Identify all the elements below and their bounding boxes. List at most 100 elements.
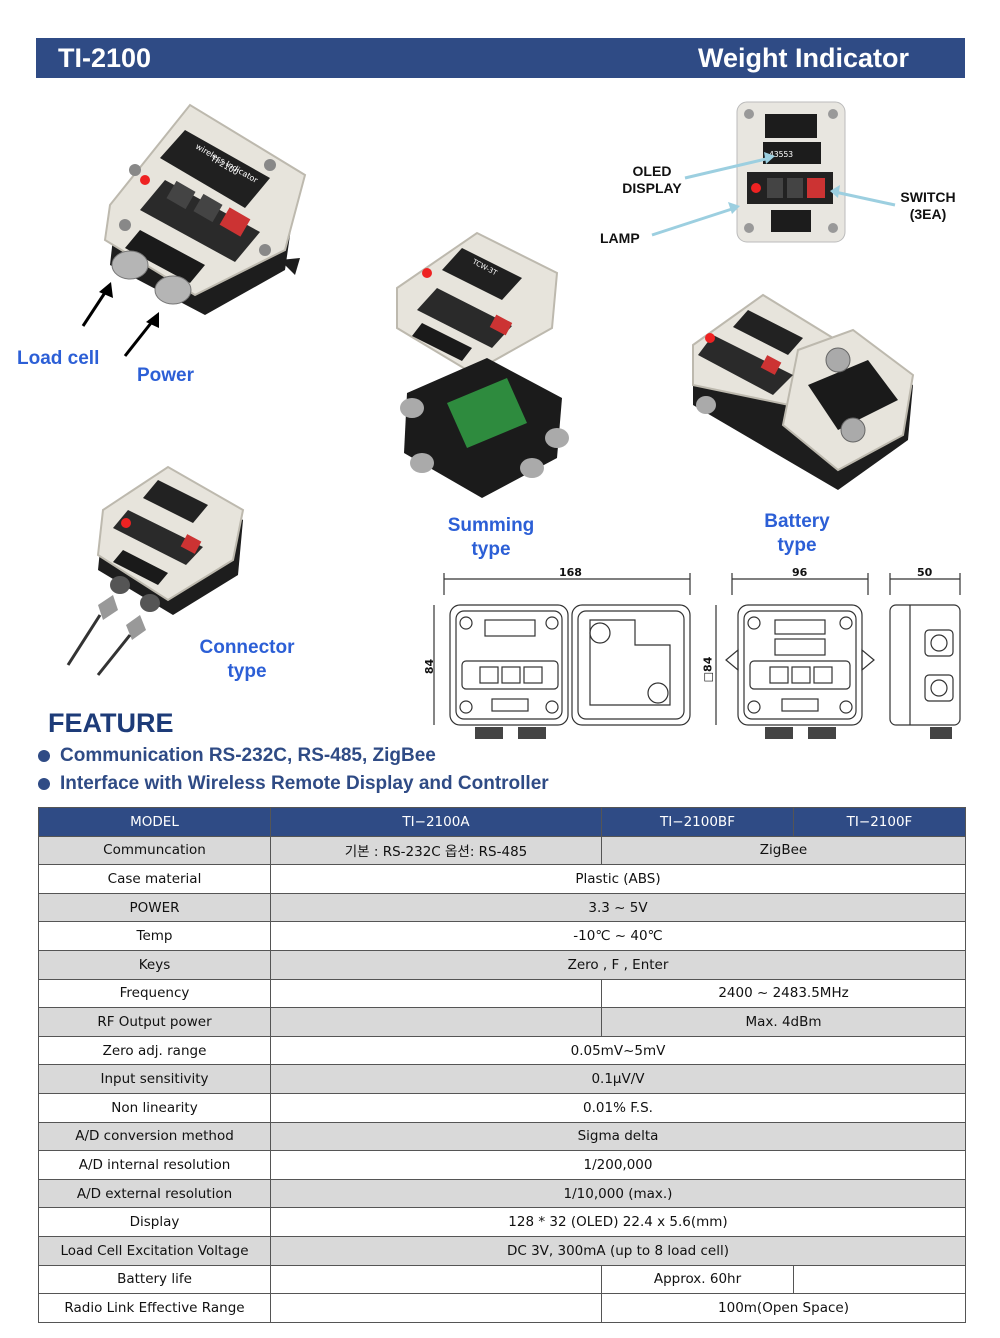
summing-line-1: Summing [447, 515, 535, 536]
row-label: Display [38, 1207, 271, 1237]
table-row: Keys Zero , F , Enter [38, 949, 966, 980]
connector-line-1: Connector [199, 637, 295, 658]
row-label: POWER [38, 892, 271, 923]
table-header-row: MODEL TI−2100A TI−2100BF TI−2100F [38, 807, 966, 837]
callout-arrows [651, 152, 896, 237]
table-row: RF Output power Max. 4dBm [38, 1007, 966, 1037]
row-value: 0.05mV~5mV [270, 1035, 966, 1066]
oled-line-1: OLED [632, 163, 672, 179]
table-row: Non linearity 0.01% F.S. [38, 1092, 966, 1123]
bullet-icon [38, 778, 50, 790]
table-row: POWER 3.3 ~ 5V [38, 892, 966, 923]
dimension-drawing [433, 573, 961, 739]
switch-line-1: SWITCH [900, 189, 956, 205]
row-value [270, 1264, 602, 1295]
connector-line-2: type [227, 661, 267, 682]
row-label: Keys [38, 949, 271, 980]
row-value: 1/10,000 (max.) [270, 1178, 966, 1209]
summing-device-image: TCW-3T [396, 231, 569, 498]
row-value: 2400 ~ 2483.5MHz [601, 978, 966, 1009]
row-value [270, 978, 602, 1009]
row-value: 1/200,000 [270, 1150, 966, 1180]
row-label: Input sensitivity [38, 1064, 271, 1094]
row-value: Approx. 60hr [601, 1264, 794, 1295]
table-row: Frequency 2400 ~ 2483.5MHz [38, 978, 966, 1009]
dim-height: 84 [423, 658, 437, 675]
header-ti2100f: TI−2100F [793, 807, 966, 837]
row-label: A/D internal resolution [38, 1150, 271, 1180]
dim-depth: 50 [917, 566, 933, 579]
row-value: 0.01% F.S. [270, 1092, 966, 1123]
feature-item-text: Communication RS-232C, RS-485, ZigBee [60, 745, 436, 766]
battery-device-image [692, 293, 915, 490]
oled-display-label: OLED DISPLAY [614, 163, 690, 197]
table-row: Temp -10℃ ~ 40℃ [38, 921, 966, 951]
row-label: Frequency [38, 978, 271, 1009]
feature-title: FEATURE [48, 708, 174, 738]
table-row: Battery life Approx. 60hr [38, 1264, 966, 1295]
header-model: MODEL [38, 807, 271, 837]
row-label: Communcation [38, 835, 271, 866]
table-row: Input sensitivity 0.1μV/V [38, 1064, 966, 1094]
table-row: Radio Link Effective Range 100m(Open Spa… [38, 1293, 966, 1323]
front-view-image: 43553 [736, 101, 846, 243]
dim-width-single: 96 [792, 566, 808, 579]
row-value: 기본 : RS-232C 옵션: RS-485 [270, 835, 602, 866]
row-value: 3.3 ~ 5V [270, 892, 966, 923]
model-title: TI-2100 [58, 42, 152, 73]
power-label: Power [137, 365, 195, 386]
summing-line-2: type [471, 539, 511, 560]
row-label: A/D external resolution [38, 1178, 271, 1209]
row-label: RF Output power [38, 1007, 271, 1037]
switch-line-2: (3EA) [909, 206, 947, 222]
switch-label: SWITCH (3EA) [895, 189, 961, 223]
row-label: Radio Link Effective Range [38, 1293, 271, 1323]
oled-line-2: DISPLAY [622, 180, 682, 196]
load-cell-label: Load cell [17, 348, 100, 369]
row-value: Sigma delta [270, 1121, 966, 1152]
summing-type-label: Summing type [445, 514, 537, 562]
table-row: Display 128 * 32 (OLED) 22.4 x 5.6(mm) [38, 1207, 966, 1237]
table-row: Communcation 기본 : RS-232C 옵션: RS-485 Zig… [38, 835, 966, 866]
row-value: 100m(Open Space) [601, 1293, 966, 1323]
feature-item: Interface with Wireless Remote Display a… [38, 773, 549, 795]
table-row: Case material Plastic (ABS) [38, 864, 966, 894]
row-label: Load Cell Excitation Voltage [38, 1235, 271, 1266]
feature-item-text: Interface with Wireless Remote Display a… [60, 773, 549, 794]
feature-item: Communication RS-232C, RS-485, ZigBee [38, 745, 436, 767]
table-row: Load Cell Excitation Voltage DC 3V, 300m… [38, 1235, 966, 1266]
page-header: TI-2100 Weight Indicator [36, 38, 965, 78]
row-label: Temp [38, 921, 271, 951]
battery-line-2: type [777, 535, 817, 556]
row-value [793, 1264, 966, 1295]
row-value: -10℃ ~ 40℃ [270, 921, 966, 951]
pointer-arrows [81, 282, 159, 357]
row-value [270, 1293, 602, 1323]
header-ti2100bf: TI−2100BF [601, 807, 794, 837]
row-value: DC 3V, 300mA (up to 8 load cell) [270, 1235, 966, 1266]
connector-device-image [66, 465, 245, 676]
row-label: Case material [38, 864, 271, 894]
row-value: 0.1μV/V [270, 1064, 966, 1094]
connector-type-label: Connector type [197, 636, 297, 684]
row-label: Zero adj. range [38, 1035, 271, 1066]
row-label: A/D conversion method [38, 1121, 271, 1152]
row-value: 128 * 32 (OLED) 22.4 x 5.6(mm) [270, 1207, 966, 1237]
battery-line-1: Battery [764, 511, 830, 532]
lamp-label: LAMP [600, 230, 640, 246]
row-label: Battery life [38, 1264, 271, 1295]
dim-height-single: □84 [701, 656, 715, 683]
spec-table: MODEL TI−2100A TI−2100BF TI−2100F Commun… [38, 807, 966, 1323]
row-label: Non linearity [38, 1092, 271, 1123]
header-ti2100a: TI−2100A [270, 807, 602, 837]
row-value: ZigBee [601, 835, 966, 866]
row-value [270, 1007, 602, 1037]
main-device-image: wireless Indicator TI-2100 [103, 103, 307, 315]
svg-text:43553: 43553 [769, 150, 793, 159]
table-row: A/D external resolution 1/10,000 (max.) [38, 1178, 966, 1209]
row-value: Max. 4dBm [601, 1007, 966, 1037]
row-value: Plastic (ABS) [270, 864, 966, 894]
dim-width-battery: 168 [559, 566, 582, 579]
battery-type-label: Battery type [752, 510, 842, 558]
table-row: A/D internal resolution 1/200,000 [38, 1150, 966, 1180]
